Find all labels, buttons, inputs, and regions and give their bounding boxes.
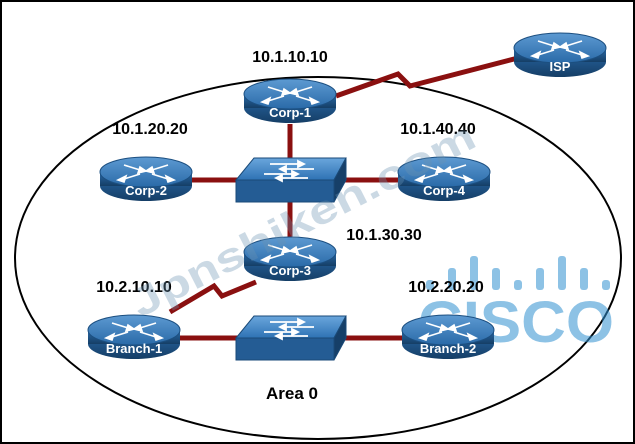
cisco-logo-bar: [602, 280, 610, 290]
area-0-boundary: [14, 76, 622, 440]
switch-icon[interactable]: [234, 315, 347, 361]
cisco-logo-bar: [470, 256, 478, 290]
cisco-logo-bar: [448, 268, 456, 290]
serial-link-icon: [168, 279, 257, 315]
cisco-logo-bar: [580, 268, 588, 290]
routers: ISP Corp-1 Corp-2: [87, 32, 607, 359]
ip-label-corp1: 10.1.10.10: [252, 49, 328, 66]
router-label: Corp-1: [269, 105, 311, 120]
cisco-logo-bar: [514, 280, 522, 290]
router-icon[interactable]: Branch-1: [87, 314, 181, 359]
ip-label-branch1: 10.2.10.10: [96, 279, 172, 296]
ip-label-corp3: 10.1.30.30: [346, 227, 422, 244]
cisco-logo-bar: [426, 280, 434, 290]
router-label: Branch-1: [106, 341, 162, 356]
router-icon[interactable]: Corp-1: [243, 78, 337, 123]
cisco-logo-bar: [558, 256, 566, 290]
router-icon[interactable]: Corp-4: [397, 156, 491, 201]
router-icon[interactable]: Corp-2: [99, 156, 193, 201]
links: [168, 55, 519, 341]
switch-icon[interactable]: [234, 157, 347, 203]
cisco-logo-bar: [536, 268, 544, 290]
ip-label-branch2: 10.2.20.20: [408, 279, 484, 296]
ip-label-corp2: 10.1.20.20: [112, 121, 188, 138]
router-icon[interactable]: Corp-3: [243, 236, 337, 281]
router-label: Corp-3: [269, 263, 311, 278]
area-label: Area 0: [266, 384, 318, 403]
router-label: Corp-4: [423, 183, 466, 198]
router-icon[interactable]: Branch-2: [401, 314, 495, 359]
cisco-logo-bar: [492, 268, 500, 290]
serial-link-icon: [335, 55, 519, 99]
router-label: Corp-2: [125, 183, 167, 198]
router-icon[interactable]: ISP: [513, 32, 607, 77]
ip-label-corp4: 10.1.40.40: [400, 121, 476, 138]
router-label: ISP: [550, 59, 571, 74]
router-label: Branch-2: [420, 341, 476, 356]
